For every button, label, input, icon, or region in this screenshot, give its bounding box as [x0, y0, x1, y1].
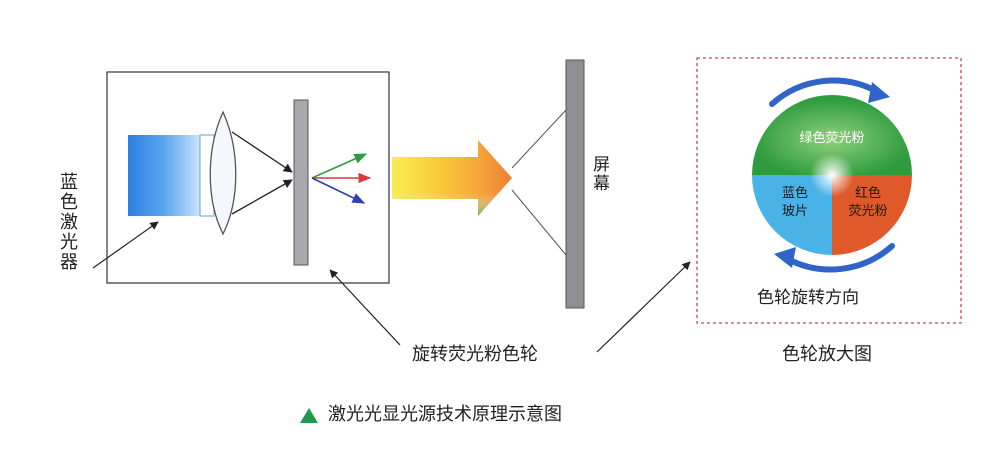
laser-pointer-arrow [92, 221, 159, 269]
screen-label: 屏幕 [589, 155, 609, 193]
focusing-lens [209, 110, 237, 236]
rotating-wheel-label: 旋转荧光粉色轮 [412, 344, 538, 365]
triangle-icon [300, 407, 318, 423]
caption-text: 激光光显光源技术原理示意图 [328, 404, 562, 425]
phosphor-wheel-side [293, 99, 309, 266]
color-wheel [752, 95, 912, 255]
converge-line-top [231, 131, 293, 173]
color-wheel-zoom-box [696, 57, 962, 324]
green-ray [311, 153, 368, 179]
blue-laser-block [128, 135, 200, 216]
rotation-arrow-top [769, 77, 881, 107]
green-segment-label: 绿色荧光粉 [799, 130, 864, 146]
blue-segment-label-line2: 玻片 [782, 204, 808, 219]
red-segment-label-line2: 荧光粉 [848, 204, 887, 219]
wheel-blue-segment [752, 175, 832, 255]
converge-line-bottom [231, 179, 293, 215]
diagram-caption: 激光光显光源技术原理示意图 [300, 406, 562, 424]
rotation-arrow-bottom-head [774, 247, 796, 268]
red-segment-label-line1: 红色 [855, 185, 881, 201]
output-light-arrow-shade [392, 140, 512, 216]
blue-laser-label: 蓝色激光器 [57, 172, 78, 272]
blue-segment-label-line1: 蓝色 [782, 185, 808, 201]
projection-screen [565, 59, 585, 309]
rotation-arrow-top-head [868, 82, 890, 103]
rotation-arrow-bottom [783, 243, 895, 273]
wheel-red-segment [832, 175, 912, 255]
zoom-pointer-arrow [596, 261, 691, 353]
wheel-zoom-label: 色轮放大图 [782, 344, 872, 365]
projection-line-bottom [511, 189, 567, 256]
projection-line-top [511, 109, 567, 169]
wheel-green-segment [752, 95, 912, 175]
optics-enclosure [106, 71, 390, 284]
blue-ray [311, 177, 366, 204]
wheel-center-glow [810, 153, 854, 197]
rotation-direction-label: 色轮旋转方向 [757, 288, 859, 308]
wheel-pointer-arrow [329, 269, 401, 346]
